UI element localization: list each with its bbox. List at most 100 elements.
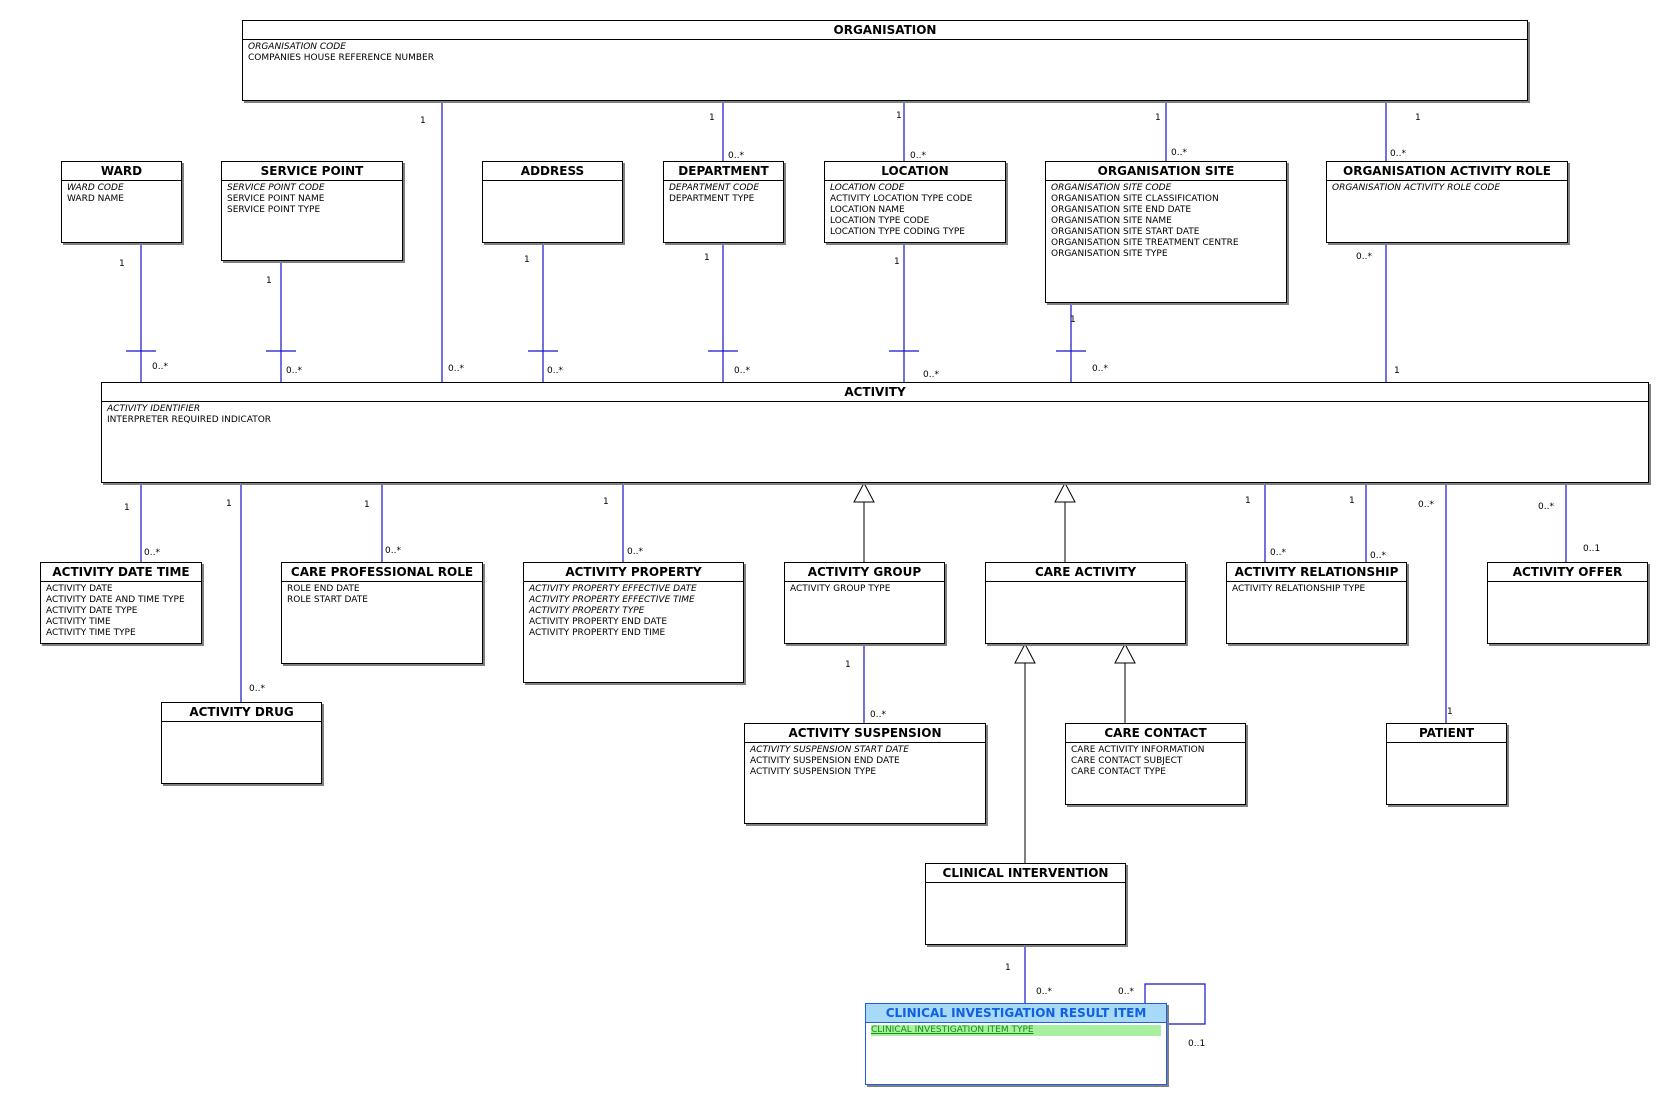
attribute: LOCATION TYPE CODE [830,216,930,226]
attribute: ACTIVITY SUSPENSION TYPE [750,767,877,777]
key-attribute: ACTIVITY PROPERTY EFFECTIVE DATE [529,584,697,594]
entity-activity-drug[interactable]: ACTIVITY DRUG [161,702,322,784]
attribute-list [926,883,1125,887]
entity-title: WARD [62,162,181,181]
attribute: CARE CONTACT SUBJECT [1071,756,1183,766]
key-attribute: ORGANISATION SITE CODE [1051,183,1172,193]
attribute-list [986,582,1185,586]
attribute: ACTIVITY DATE AND TIME TYPE [46,595,185,605]
attribute-list: CLINICAL INVESTIGATION ITEM TYPE [866,1023,1166,1038]
multiplicity-label: 0..* [627,547,643,557]
attribute: ACTIVITY GROUP TYPE [790,584,891,594]
attribute: ACTIVITY TIME [46,617,111,627]
entity-title: ADDRESS [483,162,622,181]
attribute-list [1387,743,1506,747]
entity-title: ACTIVITY DRUG [162,703,321,722]
entity-title: ACTIVITY DATE TIME [41,563,201,582]
multiplicity-label: 1 [709,113,715,123]
entity-care-activity[interactable]: CARE ACTIVITY [985,562,1186,644]
attribute-list: ORGANISATION SITE CODE ORGANISATION SITE … [1046,181,1286,262]
multiplicity-label: 0..* [144,548,160,558]
multiplicity-label: 0..* [1356,252,1372,262]
attribute: LOCATION NAME [830,205,905,215]
entity-title: ACTIVITY SUSPENSION [745,724,985,743]
multiplicity-label: 1 [845,660,851,670]
key-attribute: SERVICE POINT CODE [227,183,325,193]
multiplicity-label: 1 [364,500,370,510]
multiplicity-label: 1 [1070,315,1076,325]
multiplicity-label: 1 [1349,496,1355,506]
multiplicity-label: 0..* [1092,364,1108,374]
attribute: SERVICE POINT TYPE [227,205,321,215]
entity-address[interactable]: ADDRESS [482,161,623,243]
attribute: ACTIVITY DATE [46,584,113,594]
key-attribute: ORGANISATION ACTIVITY ROLE CODE [1332,183,1501,193]
attribute: ACTIVITY SUSPENSION END DATE [750,756,900,766]
entity-title: ACTIVITY PROPERTY [524,563,743,582]
attribute: COMPANIES HOUSE REFERENCE NUMBER [248,53,434,63]
attribute: ORGANISATION SITE START DATE [1051,227,1200,237]
entity-organisation-activity-role[interactable]: ORGANISATION ACTIVITY ROLE ORGANISATION A… [1326,161,1568,243]
entity-title: ORGANISATION ACTIVITY ROLE [1327,162,1567,181]
multiplicity-label: 1 [524,255,530,265]
key-attribute: ORGANISATION CODE [248,42,346,52]
multiplicity-label: 0..* [1118,987,1134,997]
generalisation-group-arrow [853,481,875,503]
attribute-list [1488,582,1647,586]
multiplicity-label: 1 [1245,496,1251,506]
multiplicity-label: 0..* [1418,500,1434,510]
multiplicity-label: 0..* [1390,149,1406,159]
generalisation-intervention-arrow [1014,642,1036,664]
entity-patient[interactable]: PATIENT [1386,723,1507,805]
attribute-list [162,722,321,726]
multiplicity-label: 0..* [728,151,744,161]
attribute: ORGANISATION SITE NAME [1051,216,1172,226]
multiplicity-label: 1 [1155,113,1161,123]
entity-title: ORGANISATION [243,21,1527,40]
multiplicity-label: 1 [896,111,902,121]
multiplicity-label: 0..* [910,151,926,161]
multiplicity-label: 0..* [1036,987,1052,997]
attribute: SERVICE POINT NAME [227,194,325,204]
multiplicity-label: 1 [420,116,426,126]
multiplicity-label: 0..* [1270,548,1286,558]
multiplicity-label: 0..1 [1188,1039,1206,1049]
attribute: ACTIVITY PROPERTY END DATE [529,617,668,627]
entity-title: PATIENT [1387,724,1506,743]
attribute: WARD NAME [67,194,124,204]
entity-title: CARE ACTIVITY [986,563,1185,582]
entity-title: CLINICAL INTERVENTION [926,864,1125,883]
attribute: CARE CONTACT TYPE [1071,767,1166,777]
attribute-list: ACTIVITY PROPERTY EFFECTIVE DATE ACTIVITY… [524,582,743,641]
entity-clinical-intervention[interactable]: CLINICAL INTERVENTION [925,863,1126,945]
entity-activity-offer[interactable]: ACTIVITY OFFER [1487,562,1648,644]
entity-title: CLINICAL INVESTIGATION RESULT ITEM [866,1004,1166,1023]
attribute: ORGANISATION SITE END DATE [1051,205,1192,215]
key-attribute: LOCATION CODE [830,183,905,193]
link-resultitem-self [1144,983,1206,1025]
multiplicity-label: 1 [603,497,609,507]
key-attribute: WARD CODE [67,183,124,193]
